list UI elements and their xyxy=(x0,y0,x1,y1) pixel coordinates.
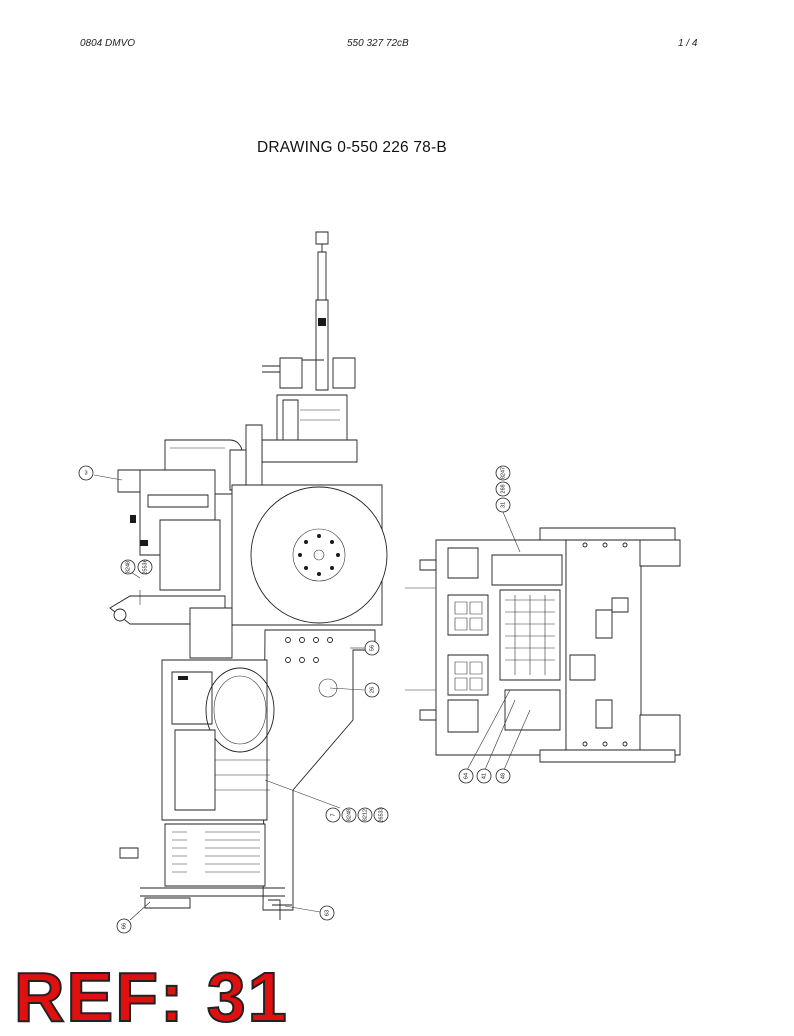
callout-3: 3 xyxy=(79,466,93,480)
svg-text:63: 63 xyxy=(324,910,330,916)
svg-text:48: 48 xyxy=(500,773,506,779)
callout-63: 63 xyxy=(320,906,334,920)
leader-lines xyxy=(94,475,530,920)
header-page-number: 1 / 4 xyxy=(678,38,698,49)
side-view xyxy=(110,232,387,920)
svg-text:8212: 8212 xyxy=(362,809,368,821)
header-document-id: 0804 DMVO xyxy=(80,38,136,49)
header-part-number: 550 327 72cB xyxy=(347,38,409,49)
svg-text:7: 7 xyxy=(330,813,336,816)
svg-text:31: 31 xyxy=(500,502,506,508)
svg-text:25536: 25536 xyxy=(142,559,148,574)
callout-26: 26 xyxy=(365,683,379,697)
svg-text:64: 64 xyxy=(463,773,469,779)
svg-text:41: 41 xyxy=(481,773,487,779)
svg-text:8247: 8247 xyxy=(500,467,506,479)
drawing-title: DRAWING 0-550 226 78-B xyxy=(257,139,447,156)
svg-text:66: 66 xyxy=(121,923,127,929)
ref-label: REF: 31 xyxy=(13,958,289,1036)
svg-text:8248: 8248 xyxy=(346,809,352,821)
callout-bottom-group: 7 8248 8212 26533 xyxy=(326,807,388,823)
callout-right-top-group: 31 268 8247 xyxy=(496,466,510,512)
svg-text:56: 56 xyxy=(369,645,375,651)
svg-text:26: 26 xyxy=(369,687,375,693)
svg-text:8248: 8248 xyxy=(125,561,131,573)
callout-56: 56 xyxy=(365,641,379,655)
svg-text:268: 268 xyxy=(500,484,506,493)
svg-text:3: 3 xyxy=(84,470,87,476)
callout-left-group: 8248 25536 xyxy=(121,559,152,575)
callout-right-bottom-group: 64 41 48 xyxy=(459,769,510,783)
svg-text:26533: 26533 xyxy=(378,807,384,822)
callout-66: 66 xyxy=(117,919,131,933)
top-view xyxy=(405,528,680,762)
